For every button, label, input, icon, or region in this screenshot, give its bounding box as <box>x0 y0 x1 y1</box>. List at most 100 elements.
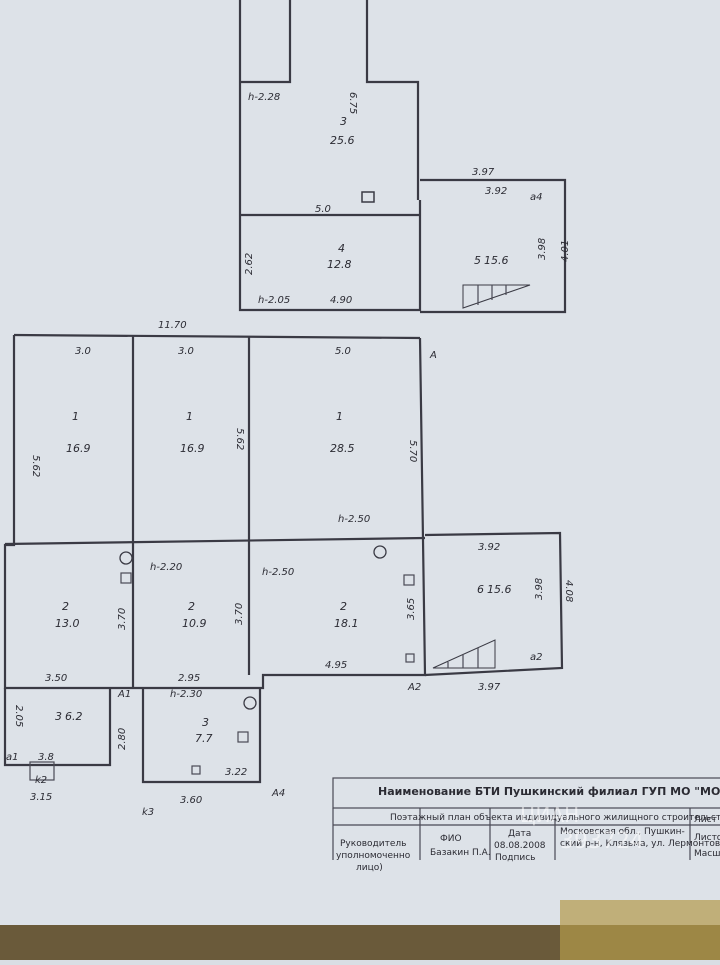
dimension-label: 3.70 <box>117 608 128 630</box>
room-label: 5 <box>474 254 481 267</box>
room-label: 3 <box>55 710 62 723</box>
dimension-label: 3.97 <box>478 682 501 693</box>
title-block: Наименование БТИ Пушкинский филиал ГУП М… <box>332 777 720 873</box>
sheet-label: Лист <box>694 815 717 825</box>
room-area: 12.8 <box>327 258 352 271</box>
main-top-wall <box>13 333 421 340</box>
dimension-label: 3.50 <box>45 673 67 684</box>
room-area: 7.7 <box>195 732 213 745</box>
room-number: 1 <box>336 410 343 423</box>
dimension-label: h-2.28 <box>248 92 280 103</box>
room-number: 3 <box>202 716 209 729</box>
room-number: 1 <box>72 410 79 423</box>
dimension-label: 2.05 <box>13 705 24 727</box>
stove-circle <box>119 551 133 565</box>
sheets-label: Листов <box>694 833 720 843</box>
gas-stove-icon <box>120 572 132 584</box>
sink-icon <box>405 653 415 663</box>
stove-circle <box>243 696 257 710</box>
dimension-label: 3.0 <box>178 346 194 357</box>
dimension-label: h-2.05 <box>258 295 290 306</box>
axis-label: A1 <box>117 689 131 700</box>
main-outer-right <box>143 337 427 690</box>
dimension-label: 3.65 <box>406 598 417 620</box>
dimension-label: 3.22 <box>225 767 247 778</box>
date-header: Дата <box>508 829 531 839</box>
watermark-text: 393724 <box>560 829 644 854</box>
main-building: 1 16.9 1 16.9 1 28.5 2 13.0 2 10.9 2 18.… <box>3 320 574 818</box>
dimension-label: 3.15 <box>30 792 52 803</box>
title-block-header-box <box>332 777 720 809</box>
veranda-lower-walls <box>424 531 564 677</box>
dimension-label: 3.92 <box>485 186 507 197</box>
dimension-label: a4 <box>530 192 543 203</box>
sign-header: Подпись <box>495 853 535 863</box>
axis-label: A <box>429 350 437 361</box>
dimension-label: 3.8 <box>38 752 54 763</box>
dimension-label: 5.62 <box>30 455 41 477</box>
dimension-label: a2 <box>530 652 543 663</box>
watermark-text: ЦИАН <box>520 803 579 827</box>
porch-room3b <box>141 688 262 784</box>
title-block-subtitle: Поэтажный план объекта индивидуального ж… <box>390 813 720 823</box>
room-area: 28.5 <box>330 442 355 455</box>
role-line: Руководитель <box>340 839 406 849</box>
title-block-heading: Наименование БТИ Пушкинский филиал ГУП М… <box>378 785 720 798</box>
address-line: Московская обл., Пушкин- <box>560 827 685 837</box>
porch-room3a <box>3 688 112 767</box>
dimension-label: 2.95 <box>178 673 200 684</box>
scale-label: Масштаб <box>694 849 720 859</box>
dimension-label: h-2.30 <box>170 689 202 700</box>
dimension-label: k2 <box>35 775 47 786</box>
dimension-label: 5.0 <box>315 204 331 215</box>
upper-notch-right <box>365 0 420 200</box>
dimension-label: 4.08 <box>563 580 574 602</box>
room-number: 2 <box>340 600 347 613</box>
gas-stove-icon <box>237 731 249 743</box>
main-wall-h <box>4 536 426 546</box>
room-area: 18.1 <box>334 617 359 630</box>
entry-step-left <box>29 761 55 781</box>
axis-label: A4 <box>271 788 285 799</box>
fio-value: Базакин П.А. <box>430 848 491 858</box>
room-number: 2 <box>62 600 69 613</box>
dimension-label: 4.90 <box>330 295 352 306</box>
stove-circle <box>373 545 387 559</box>
room-number: 3 <box>340 115 347 128</box>
dimension-label: 4.01 <box>560 240 571 262</box>
dimension-label: 2.80 <box>117 728 128 750</box>
stair-upper <box>462 284 531 309</box>
axis-label: A2 <box>407 682 421 693</box>
role-line: лицо) <box>356 863 383 873</box>
address-line: ский р-н, Клязьма, ул. Лермонтова, 2 <box>560 839 720 849</box>
dimension-label: 11.70 <box>158 320 187 331</box>
dimension-label: 5.70 <box>407 440 418 462</box>
stove-upper <box>361 191 375 203</box>
background-fabric-gold <box>560 900 720 960</box>
room-area: 25.6 <box>330 134 355 147</box>
dimension-label: a1 <box>6 752 19 763</box>
dimension-label: h-2.20 <box>150 562 182 573</box>
upper-outer-walls <box>238 0 422 312</box>
dimension-label: h-2.50 <box>262 567 294 578</box>
dimension-label: 3.98 <box>537 238 548 260</box>
veranda-upper-walls <box>420 178 567 314</box>
dimension-label: 3.98 <box>534 578 545 600</box>
dimension-label: 6.75 <box>347 92 358 114</box>
dimension-label: 4.95 <box>325 660 347 671</box>
room-number: 1 <box>186 410 193 423</box>
room-area: 6.2 <box>65 710 83 723</box>
main-outer-left <box>3 335 143 690</box>
room-label: 6 <box>477 583 484 596</box>
dimension-label: 3.97 <box>472 167 495 178</box>
stair-lower <box>432 639 496 669</box>
dimension-label: 3.60 <box>180 795 202 806</box>
fio-header: ФИО <box>440 834 462 844</box>
dimension-label: 5.0 <box>335 346 351 357</box>
upper-notch-left <box>240 0 292 84</box>
dimension-label: 3.70 <box>234 603 245 625</box>
room-number: 4 <box>338 242 345 255</box>
